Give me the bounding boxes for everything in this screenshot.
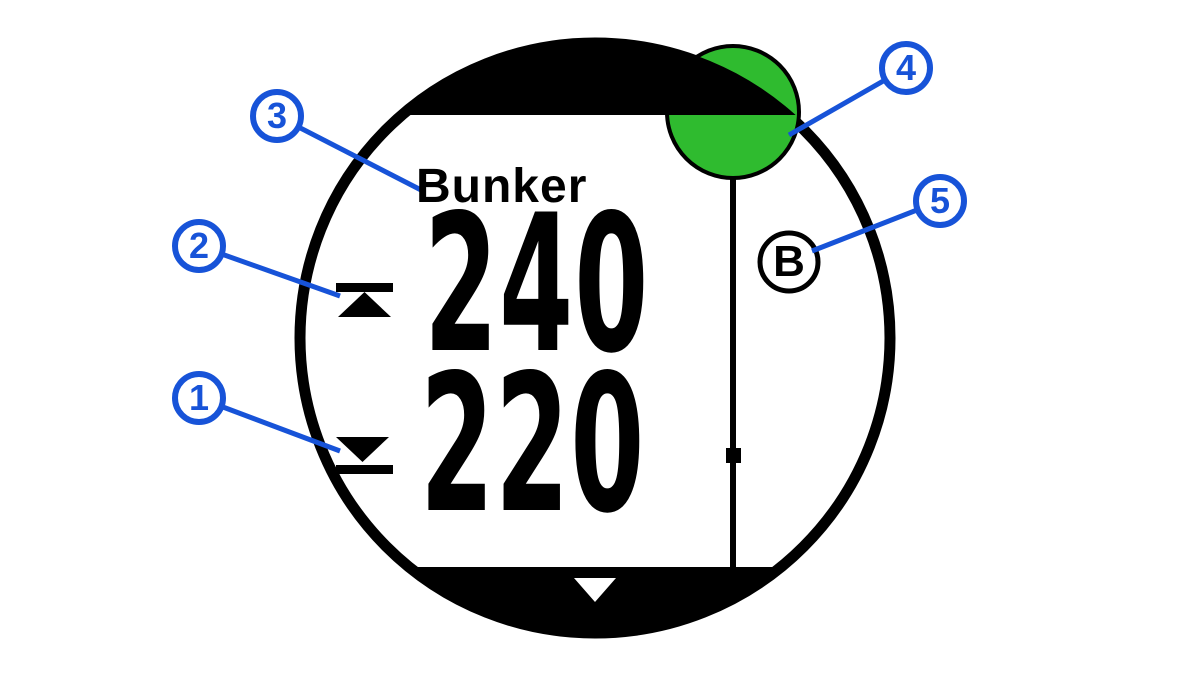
callout-1: 1 [172, 371, 226, 425]
marker-down-triangle [336, 437, 389, 462]
hole-line [730, 176, 736, 568]
hazard-letter: B [773, 237, 805, 286]
watch-bottom-arc [401, 567, 789, 638]
callout-5: 5 [913, 174, 967, 228]
bottom-distance-marker-icon [336, 437, 393, 474]
callout-line-3 [275, 113, 425, 194]
marker-bar [336, 465, 393, 474]
marker-bar [336, 283, 393, 292]
hazard-letter-circle [757, 230, 821, 294]
watch-top-arc [394, 38, 796, 115]
scroll-down-icon [574, 578, 616, 602]
hazard-type-label: Bunker [416, 160, 588, 213]
callout-3: 3 [250, 89, 304, 143]
top-distance-marker-icon [336, 283, 393, 317]
callout-4: 4 [879, 41, 933, 95]
marker-up-triangle [338, 292, 391, 317]
hazard-position-dot [726, 448, 741, 463]
hazard-distance-bottom: 220 [420, 334, 646, 555]
callout-2: 2 [172, 219, 226, 273]
hazard-distance-top: 240 [424, 174, 650, 395]
